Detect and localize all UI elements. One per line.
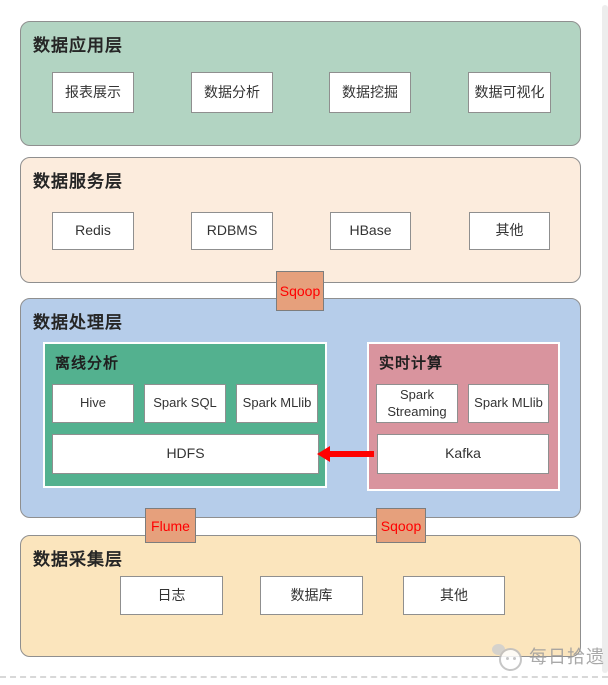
layer-service-title: 数据服务层 (33, 172, 123, 191)
node-report-display: 报表展示 (52, 72, 134, 113)
node-spark-streaming: Spark Streaming (376, 384, 458, 423)
node-spark-mllib-offline: Spark MLlib (236, 384, 318, 423)
watermark-label: 每日拾遗 (529, 647, 605, 667)
layer-service: 数据服务层 Redis RDBMS HBase 其他 (20, 157, 581, 283)
connector-flume: Flume (145, 508, 196, 543)
group-realtime-title: 实时计算 (379, 355, 444, 372)
node-data-mining: 数据挖掘 (329, 72, 411, 113)
watermark: 每日拾遗 (492, 641, 605, 671)
group-offline-analysis: 离线分析 Hive Spark SQL Spark MLlib HDFS (43, 342, 327, 488)
node-hbase: HBase (330, 212, 411, 250)
node-service-other: 其他 (469, 212, 550, 250)
node-logs: 日志 (120, 576, 223, 615)
layer-processing: 数据处理层 离线分析 Hive Spark SQL Spark MLlib HD… (20, 298, 581, 518)
page-edge-strip (602, 5, 608, 673)
node-hdfs: HDFS (52, 434, 319, 474)
node-hive: Hive (52, 384, 134, 423)
bottom-dashed-divider (0, 676, 608, 678)
layer-collection: 数据采集层 日志 数据库 其他 (20, 535, 581, 657)
kafka-to-hdfs-arrow (317, 446, 374, 462)
node-spark-sql: Spark SQL (144, 384, 226, 423)
node-database: 数据库 (260, 576, 363, 615)
node-spark-mllib-realtime: Spark MLlib (468, 384, 549, 423)
node-rdbms: RDBMS (191, 212, 273, 250)
layer-processing-title: 数据处理层 (33, 313, 123, 332)
node-data-visualization: 数据可视化 (468, 72, 551, 113)
arrow-head-left-icon (317, 446, 330, 462)
node-collection-other: 其他 (403, 576, 505, 615)
connector-sqoop-bottom: Sqoop (376, 508, 426, 543)
chat-face-icon (492, 641, 524, 671)
node-kafka: Kafka (377, 434, 549, 474)
arrow-line (328, 451, 374, 457)
connector-sqoop-top: Sqoop (276, 271, 324, 311)
layer-application-title: 数据应用层 (33, 36, 123, 55)
layer-collection-title: 数据采集层 (33, 550, 123, 569)
layer-application: 数据应用层 报表展示 数据分析 数据挖掘 数据可视化 (20, 21, 581, 146)
group-offline-title: 离线分析 (55, 355, 120, 372)
group-realtime-computing: 实时计算 Spark Streaming Spark MLlib Kafka (367, 342, 560, 491)
node-data-analysis: 数据分析 (191, 72, 273, 113)
node-redis: Redis (52, 212, 134, 250)
